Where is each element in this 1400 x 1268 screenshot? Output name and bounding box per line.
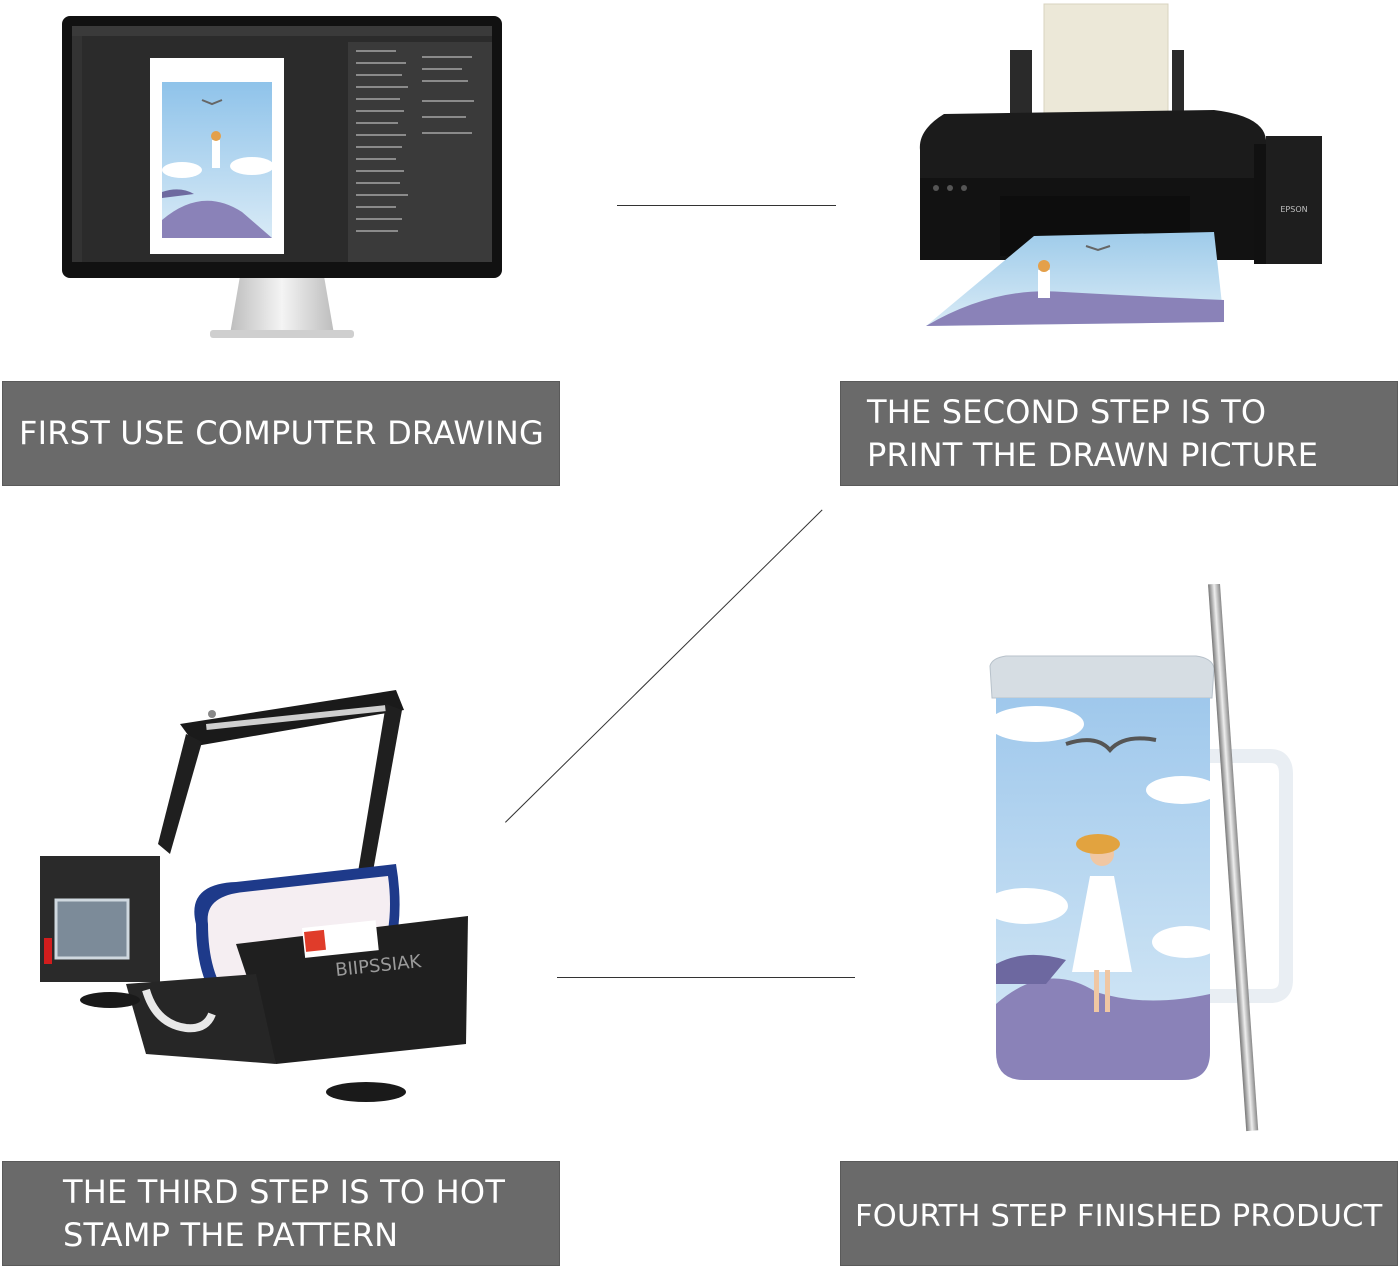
printer-illustration: EPSON xyxy=(914,0,1340,336)
step-2-text: THE SECOND STEP IS TO PRINT THE DRAWN PI… xyxy=(867,392,1319,474)
connector-line-2 xyxy=(505,509,823,823)
heat-press-illustration: BIIPSSIAK xyxy=(36,684,480,1110)
step-3-label: THE THIRD STEP IS TO HOT STAMP THE PATTE… xyxy=(2,1161,560,1266)
step-2-label: THE SECOND STEP IS TO PRINT THE DRAWN PI… xyxy=(840,381,1398,486)
step-4-label: FOURTH STEP FINISHED PRODUCT xyxy=(840,1161,1398,1266)
connector-line-3 xyxy=(557,977,855,978)
connector-line-1 xyxy=(617,205,836,206)
step-1-text: FIRST USE COMPUTER DRAWING xyxy=(19,414,544,452)
monitor-illustration xyxy=(62,16,502,342)
step-4-text: FOURTH STEP FINISHED PRODUCT xyxy=(855,1199,1383,1234)
step-1-label: FIRST USE COMPUTER DRAWING xyxy=(2,381,560,486)
step-3-text: THE THIRD STEP IS TO HOT STAMP THE PATTE… xyxy=(63,1172,506,1254)
printer-brand: EPSON xyxy=(1280,205,1307,214)
tumbler-mug-illustration xyxy=(986,584,1296,1136)
